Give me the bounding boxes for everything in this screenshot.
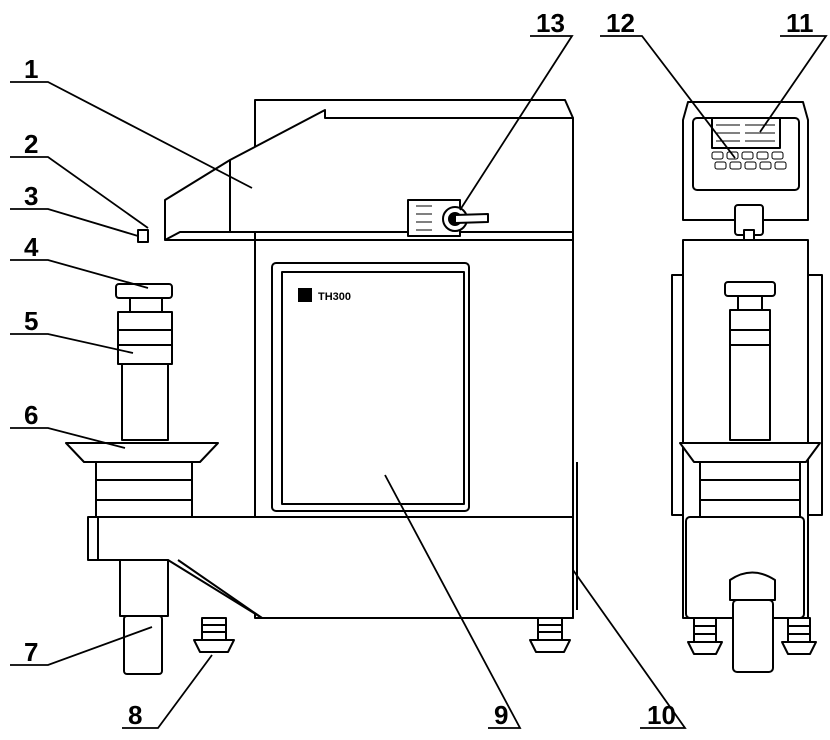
- callout-12: 12: [606, 8, 635, 38]
- logo-mark: [298, 288, 312, 302]
- front-foot-right: [781, 617, 817, 655]
- callout-1: 1: [24, 54, 38, 84]
- handwheel-lever: [454, 213, 489, 224]
- front-hub: [699, 461, 801, 518]
- brand-model-label: TH300: [318, 291, 351, 303]
- callout-13: 13: [536, 8, 565, 38]
- callout-2: 2: [24, 129, 38, 159]
- callout-5: 5: [24, 306, 38, 336]
- side-panel-right: [807, 274, 823, 516]
- leader-lines: [10, 35, 828, 729]
- front-handwheel: [679, 442, 821, 463]
- front-sleeve: [732, 599, 774, 673]
- leveling-foot-left: [193, 617, 235, 653]
- callout-10: 10: [647, 700, 676, 730]
- callout-labels: 1 2 3 4 5 6 7 8 9 10 11 12 13: [24, 8, 814, 730]
- handwheel-hub: [95, 461, 193, 518]
- protective-sleeve: [123, 615, 163, 675]
- elevating-handwheel: [65, 442, 219, 463]
- side-panel-left: [671, 274, 684, 516]
- front-base-opening: [729, 571, 776, 601]
- callout-3: 3: [24, 181, 38, 211]
- anvil: [115, 283, 173, 299]
- front-screw: [729, 309, 771, 441]
- indenter: [137, 229, 149, 243]
- front-cover: [164, 109, 574, 241]
- leveling-foot-right: [529, 617, 571, 653]
- screw-tube: [119, 559, 169, 617]
- callout-8: 8: [128, 700, 142, 730]
- front-door-outer: [271, 262, 470, 512]
- screw-upper: [117, 311, 173, 365]
- front-view: [671, 101, 823, 673]
- callout-4: 4: [24, 232, 39, 262]
- callout-11: 11: [786, 8, 814, 38]
- front-anvil: [724, 281, 776, 297]
- front-foot-left: [687, 617, 723, 655]
- elevating-screw: [121, 359, 169, 441]
- callout-7: 7: [24, 637, 38, 667]
- callout-6: 6: [24, 400, 38, 430]
- callout-9: 9: [494, 700, 508, 730]
- side-view: TH300: [65, 99, 578, 675]
- keypad: [711, 151, 787, 170]
- front-door: [281, 271, 465, 505]
